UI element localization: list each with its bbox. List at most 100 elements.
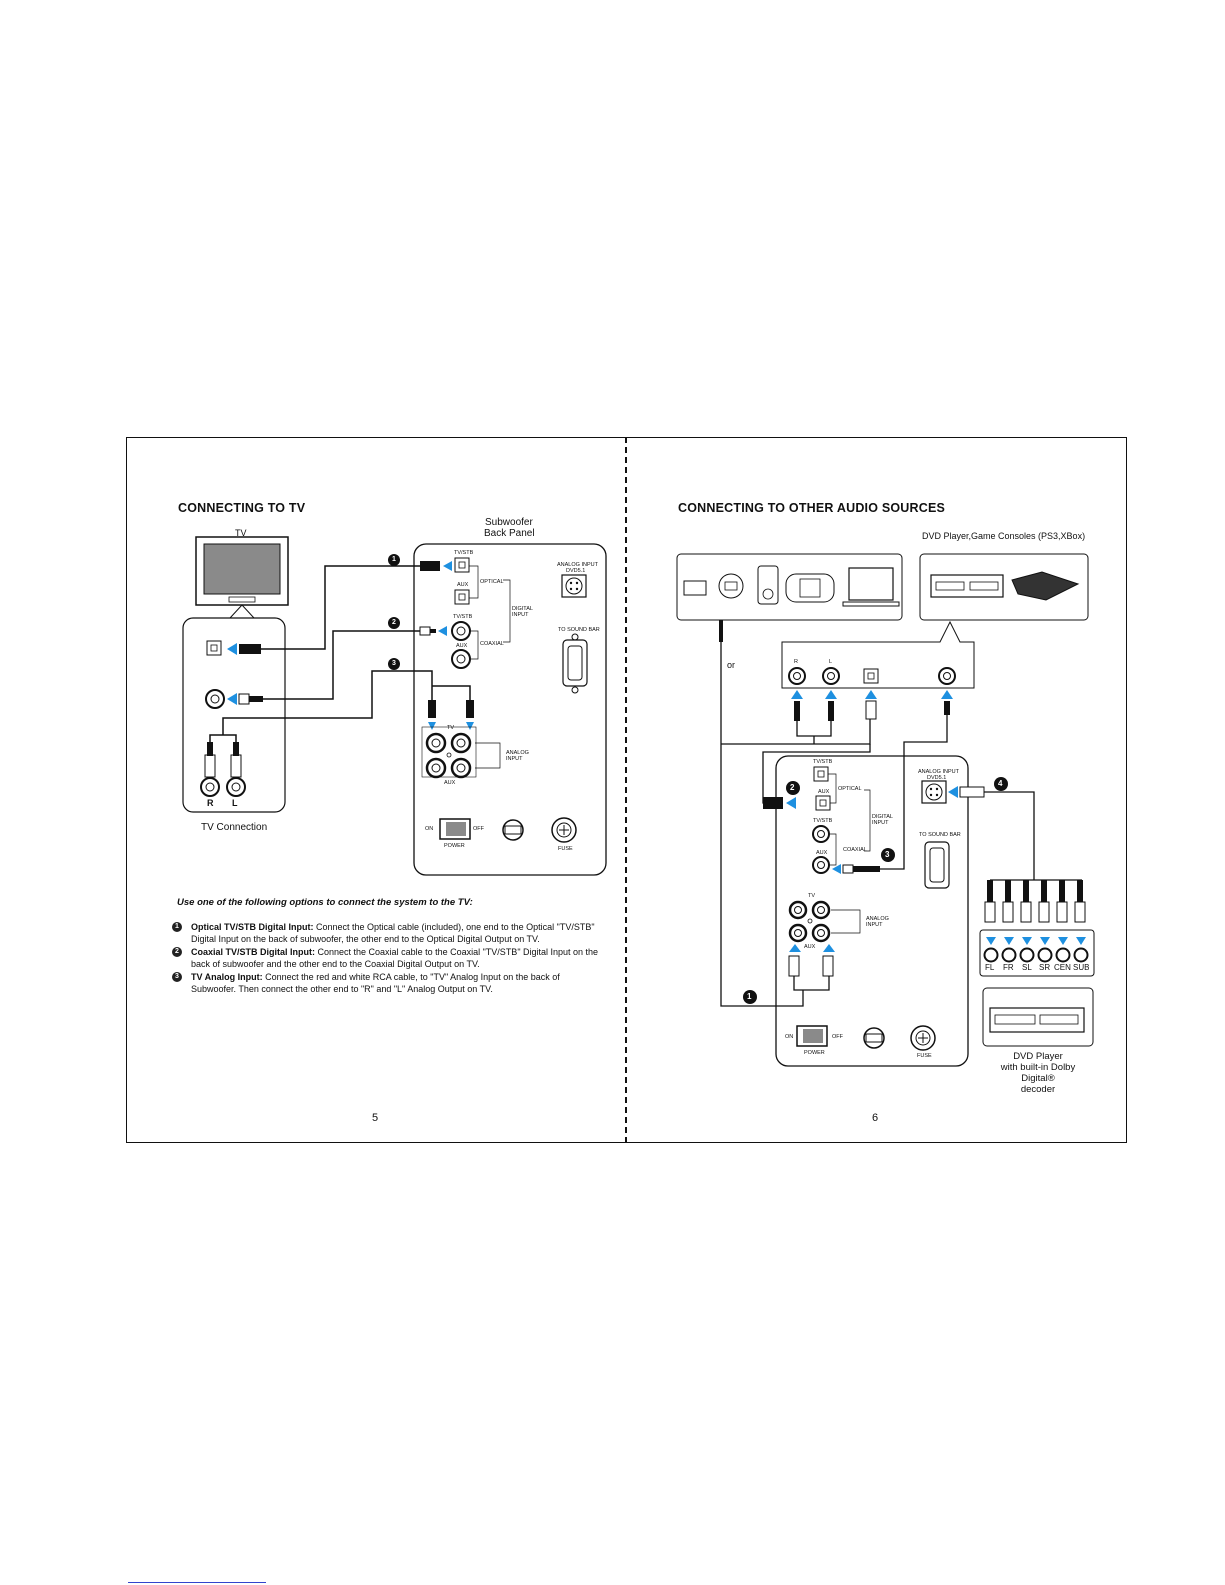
right-subwoofer-panel	[775, 755, 969, 1067]
option-title: Optical TV/STB Digital Input:	[191, 922, 314, 932]
right-digital-label-1: DIGITAL	[872, 814, 893, 820]
left-aux-coax-label: AUX	[456, 643, 468, 649]
badge-2-left-text: 2	[392, 619, 396, 626]
channel-label-sr: SR	[1039, 963, 1051, 972]
page-fold-divider	[625, 437, 627, 1143]
right-analog-dvd-label-2: DVD5.1	[927, 775, 947, 781]
surround-plugs	[984, 880, 1086, 923]
right-analog-dvd-label-1: ANALOG INPUT	[918, 769, 959, 775]
tv-r-port	[200, 777, 220, 797]
channel-label-sub: SUB	[1073, 963, 1090, 972]
options-intro: Use one of the following options to conn…	[177, 897, 473, 908]
right-coaxial-label: COAXIAL	[843, 847, 867, 853]
left-coaxial-label: COAXIAL	[480, 641, 504, 647]
tv-coax-port	[205, 689, 225, 709]
coax-cable-2	[263, 630, 420, 700]
left-optical-label: OPTICAL	[480, 579, 504, 585]
left-aux-rca-label: AUX	[444, 780, 456, 786]
option-text: Connect the Coaxial cable to the Coaxial…	[191, 947, 599, 969]
portable-devices-box	[676, 553, 903, 621]
channel-label-fl: FL	[985, 963, 995, 972]
left-page-heading: CONNECTING TO TV	[178, 501, 306, 515]
option-item: 2 Coaxial TV/STB Digital Input: Connect …	[172, 946, 602, 970]
optical-cable-1	[261, 565, 420, 650]
subwoofer-back-panel	[413, 543, 607, 876]
camcorder-icon	[683, 580, 707, 596]
option-number-badge: 3	[172, 972, 182, 982]
dvd-consoles-label: DVD Player,Game Consoles (PS3,XBox)	[922, 531, 1086, 541]
tv-r-label: R	[207, 798, 214, 808]
left-analog-label-1: ANALOG	[506, 750, 529, 756]
right-analog-label-1: ANALOG	[866, 916, 889, 922]
right-aux-coax-label: AUX	[816, 850, 828, 856]
option-title: Coaxial TV/STB Digital Input:	[191, 947, 316, 957]
option-text: Connect the red and white RCA cable, to …	[191, 972, 560, 994]
ipod-icon	[757, 565, 779, 605]
right-tvstb-coax-label: TV/STB	[813, 818, 833, 824]
right-off-label: OFF	[832, 1034, 843, 1040]
left-analog-label-2: INPUT	[506, 756, 523, 762]
option-item: 3 TV Analog Input: Connect the red and w…	[172, 971, 602, 995]
right-optical-label: OPTICAL	[838, 786, 862, 792]
arrow-to-tv-optical	[227, 643, 237, 655]
right-page-heading: CONNECTING TO OTHER AUDIO SOURCES	[678, 501, 946, 515]
badge-2-right-text: 2	[790, 783, 795, 792]
right-on-label: ON	[785, 1034, 794, 1040]
badge-3-left	[388, 658, 400, 670]
option-title: TV Analog Input:	[191, 972, 263, 982]
left-to-sound-bar-label: TO SOUND BAR	[558, 627, 600, 633]
right-analog-label-2: INPUT	[866, 922, 883, 928]
left-fuse-label: FUSE	[558, 846, 573, 852]
dvd-player-box	[982, 987, 1094, 1047]
badge-1-left-text: 1	[392, 556, 396, 563]
left-power-label: POWER	[444, 843, 465, 849]
right-tv-rca-label: TV	[808, 893, 816, 899]
left-page-number: 5	[372, 1112, 379, 1124]
surround-jacks	[983, 947, 1089, 963]
tv-connection-caption: TV Connection	[201, 822, 268, 833]
laptop-icon	[848, 567, 894, 601]
dvd-caption-line2: with built-in Dolby Digital®	[1000, 1062, 1076, 1084]
left-on-label: ON	[425, 826, 434, 832]
left-tvstb-optical-label: TV/STB	[454, 550, 474, 556]
badge-4-right-text: 4	[998, 779, 1003, 788]
right-to-sound-bar-label: TO SOUND BAR	[919, 832, 961, 838]
channel-label-sl: SL	[1022, 963, 1032, 972]
left-analog-dvd-label-2: DVD5.1	[566, 568, 586, 574]
dvd-consoles-box	[919, 553, 1089, 621]
arrow-to-tv-coax	[227, 693, 237, 705]
badge-3-right-text: 3	[885, 850, 890, 859]
badge-1-right	[743, 990, 757, 1004]
tv-l-label: L	[232, 798, 238, 808]
source-l-label: L	[829, 659, 833, 665]
tv-optical-port	[206, 640, 222, 656]
dvd-caption-line1: DVD Player	[1013, 1051, 1063, 1062]
left-off-label: OFF	[473, 826, 484, 832]
channel-label-fr: FR	[1003, 963, 1014, 972]
dvd-player-caption: DVD Player with built-in Dolby Digital® …	[983, 1051, 1093, 1095]
tv-label: TV	[235, 528, 247, 538]
badge-2-left	[388, 617, 400, 629]
option-number-badge: 1	[172, 922, 182, 932]
option-item: 1 Optical TV/STB Digital Input: Connect …	[172, 921, 602, 945]
right-fuse-label: FUSE	[917, 1053, 932, 1059]
badge-3-right	[881, 848, 895, 862]
options-list: 1 Optical TV/STB Digital Input: Connect …	[172, 921, 602, 996]
left-digital-label-1: DIGITAL	[512, 606, 533, 612]
tv-back-panel	[182, 617, 286, 813]
dvd-51-output-panel	[979, 929, 1095, 977]
left-analog-dvd-label-1: ANALOG INPUT	[557, 562, 598, 568]
right-aux-rca-label: AUX	[804, 944, 816, 950]
badge-1-right-text: 1	[747, 992, 752, 1001]
footer-underline	[128, 1582, 266, 1583]
option-text: Connect the Optical cable (included), on…	[191, 922, 595, 944]
dvd-player-icon	[930, 574, 1004, 598]
left-tv-rca-label: TV	[447, 725, 455, 731]
right-power-label: POWER	[804, 1050, 825, 1056]
tv-illustration	[195, 536, 289, 619]
game-console-icon	[1011, 571, 1080, 601]
left-aux-optical-label: AUX	[457, 582, 469, 588]
handheld-console-icon	[785, 573, 835, 603]
